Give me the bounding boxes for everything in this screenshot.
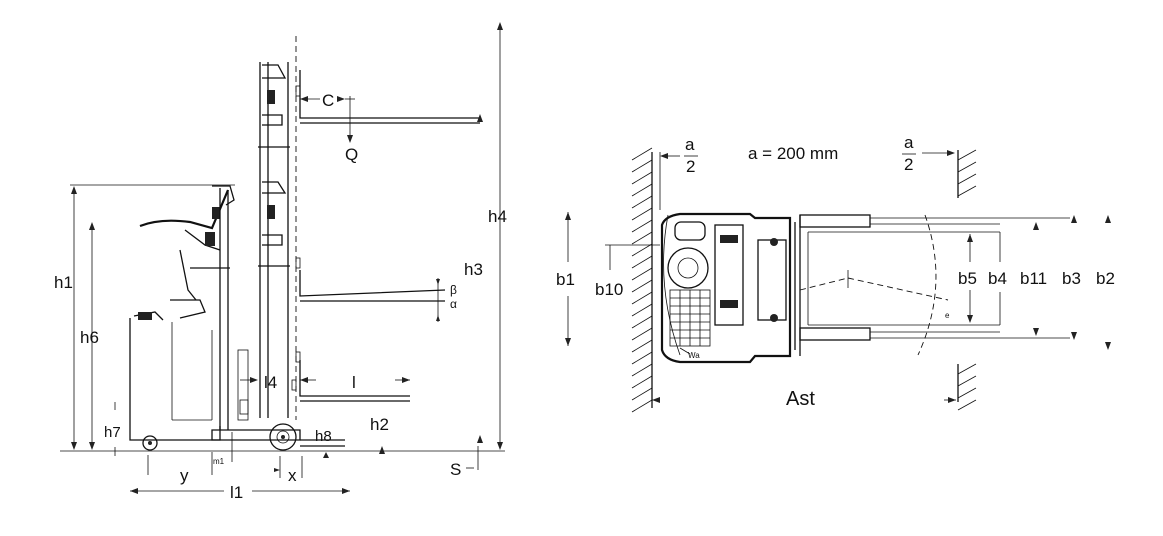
dimension-b3: b3 — [1062, 215, 1081, 340]
label-x: x — [288, 466, 297, 485]
dimension-b1: b1 — [556, 212, 575, 346]
label-b2: b2 — [1096, 269, 1115, 288]
label-y: y — [180, 466, 189, 485]
wall-left — [631, 147, 653, 413]
dimension-m1: m1 — [213, 432, 233, 466]
truck-body — [129, 185, 301, 451]
label-S: S — [450, 460, 461, 479]
dimension-Ast: Ast — [652, 388, 956, 410]
label-h1: h1 — [54, 273, 73, 292]
label-a-half-right-num: a — [904, 133, 914, 152]
dimension-b5: b5 — [958, 234, 977, 323]
label-h7: h7 — [104, 424, 121, 441]
label-h2: h2 — [370, 415, 389, 434]
label-b5: b5 — [958, 269, 977, 288]
label-h4: h4 — [488, 207, 507, 226]
forks-top-view: e — [799, 214, 1070, 356]
mast — [258, 36, 301, 420]
label-alpha: α — [450, 297, 457, 311]
label-l4: l4 — [264, 373, 277, 392]
side-view: h1 h6 h7 — [54, 22, 507, 502]
dimension-S: S — [450, 446, 479, 479]
dimension-y: y — [147, 452, 213, 485]
dimension-l1: l1 — [130, 483, 350, 502]
label-beta: β — [450, 283, 457, 297]
label-a-half-left-num: a — [685, 135, 695, 154]
label-m1: m1 — [213, 457, 225, 466]
label-Ast: Ast — [786, 388, 815, 410]
label-a-formula: a = 200 mm — [748, 144, 838, 163]
label-h6: h6 — [80, 328, 99, 347]
dimension-h1: h1 — [54, 184, 235, 450]
label-b4: b4 — [988, 269, 1007, 288]
upper-forks: C Q — [299, 70, 483, 164]
label-Q: Q — [345, 145, 358, 164]
top-view: a 2 a = 200 mm a 2 b1 — [556, 133, 1115, 413]
dimension-a-half-right: a 2 — [902, 133, 955, 174]
middle-forks: β α h3 — [299, 260, 483, 322]
dimension-x: x — [274, 456, 303, 485]
dimension-a-half-left: a 2 — [659, 135, 698, 210]
label-C: C — [322, 91, 334, 110]
label-h8: h8 — [315, 428, 332, 445]
dimension-h7: h7 — [104, 402, 121, 456]
truck-top-view: Wa — [660, 212, 801, 364]
dimension-b10: b10 — [595, 244, 660, 299]
dimension-b2: b2 — [1096, 215, 1115, 350]
dimension-b4: b4 — [988, 232, 1007, 325]
label-a-half-right-den: 2 — [904, 155, 913, 174]
label-e: e — [945, 311, 950, 320]
label-b1: b1 — [556, 270, 575, 289]
label-a-half-left-den: 2 — [686, 157, 695, 176]
lower-forks: l4 l h2 h8 — [240, 360, 410, 458]
dimension-h4: h4 — [379, 22, 507, 454]
label-l1: l1 — [230, 483, 243, 502]
label-b10: b10 — [595, 280, 623, 299]
label-b3: b3 — [1062, 269, 1081, 288]
dimension-h6: h6 — [80, 222, 99, 450]
label-l: l — [352, 373, 356, 392]
wall-right — [957, 149, 977, 411]
label-Wa: Wa — [688, 351, 700, 360]
label-h3: h3 — [464, 260, 483, 279]
label-b11: b11 — [1020, 269, 1047, 288]
dimension-b11: b11 — [1020, 222, 1047, 336]
